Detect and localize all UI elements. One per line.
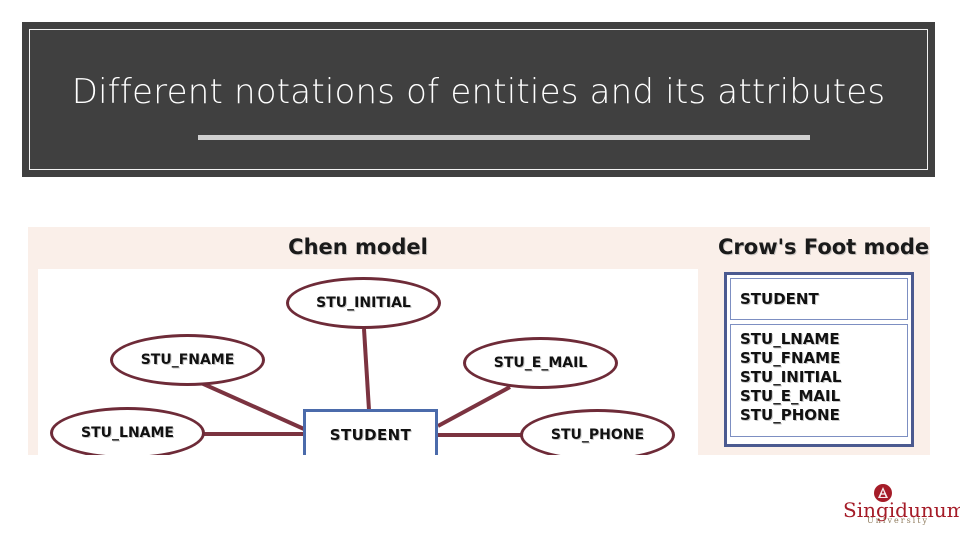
attribute-label: STU_E_MAIL bbox=[493, 355, 588, 371]
crows-foot-table-header: STUDENT bbox=[730, 278, 908, 320]
university-logo: Singidunum University bbox=[843, 483, 960, 531]
title-underline-rule bbox=[198, 135, 810, 140]
attribute-ellipse-stu-fname[interactable]: STU_FNAME bbox=[110, 334, 265, 386]
er-notation-figure: Chen model Crow's Foot model STU_INITIAL… bbox=[28, 227, 930, 455]
logo-subtitle: University bbox=[867, 516, 929, 525]
slide-title-banner: Different notations of entities and its … bbox=[22, 22, 935, 177]
list-item: STU_INITIAL bbox=[740, 368, 842, 386]
attribute-ellipse-stu-phone[interactable]: STU_PHONE bbox=[520, 409, 675, 455]
page-title: Different notations of entities and its … bbox=[71, 72, 886, 112]
chen-model-caption: Chen model bbox=[288, 235, 428, 259]
chen-connector-lines bbox=[198, 328, 522, 437]
entity-box-student[interactable]: STUDENT bbox=[303, 409, 438, 455]
crows-foot-model-caption: Crow's Foot model bbox=[718, 235, 930, 259]
entity-label: STUDENT bbox=[329, 426, 412, 444]
attribute-label: STU_INITIAL bbox=[316, 295, 411, 311]
logo-wordmark: Singidunum bbox=[843, 498, 960, 522]
attribute-ellipse-stu-initial[interactable]: STU_INITIAL bbox=[286, 277, 441, 329]
list-item: STU_PHONE bbox=[740, 406, 840, 424]
attribute-label: STU_FNAME bbox=[140, 352, 235, 368]
list-item: STU_FNAME bbox=[740, 349, 841, 367]
crows-foot-attribute-list: STU_LNAME STU_FNAME STU_INITIAL STU_E_MA… bbox=[730, 324, 908, 437]
attribute-label: STU_LNAME bbox=[81, 425, 174, 441]
crows-foot-entity-table[interactable]: STUDENT STU_LNAME STU_FNAME STU_INITIAL … bbox=[724, 272, 914, 447]
attribute-ellipse-stu-lname[interactable]: STU_LNAME bbox=[50, 407, 205, 455]
attribute-label: STU_PHONE bbox=[550, 427, 645, 443]
crows-foot-entity-name: STUDENT bbox=[740, 290, 819, 308]
list-item: STU_E_MAIL bbox=[740, 387, 841, 405]
list-item: STU_LNAME bbox=[740, 330, 840, 348]
attribute-ellipse-stu-e-mail[interactable]: STU_E_MAIL bbox=[463, 337, 618, 389]
university-crest-icon bbox=[874, 484, 892, 502]
chen-model-canvas: STU_INITIAL STU_FNAME STU_E_MAIL STU_LNA… bbox=[38, 269, 698, 455]
